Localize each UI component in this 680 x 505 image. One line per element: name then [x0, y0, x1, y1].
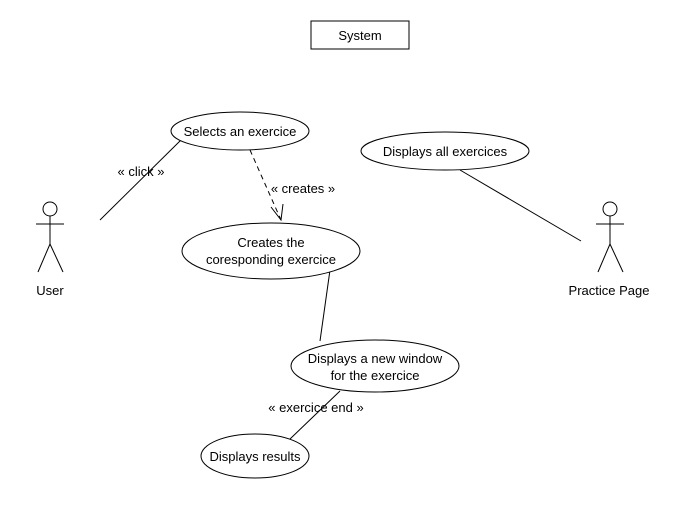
- use-case-display-results-label: Displays results: [209, 449, 301, 464]
- use-case-create-exercise-line1: Creates the: [237, 235, 304, 250]
- association-create-new-window: [319, 269, 331, 342]
- use-case-display-results: Displays results: [200, 433, 310, 479]
- association-user-select: [99, 139, 182, 221]
- association-new-window-results: [289, 390, 341, 440]
- actor-practice-page-head: [602, 201, 618, 217]
- use-case-select-exercise: Selects an exercice: [170, 111, 310, 151]
- use-case-new-window: Displays a new window for the exercice: [290, 339, 460, 393]
- relation-click-label: « click »: [118, 164, 165, 179]
- use-case-select-exercise-label: Selects an exercice: [184, 124, 297, 139]
- use-case-display-all: Displays all exercices: [360, 131, 530, 171]
- actor-user-label: User: [36, 283, 64, 298]
- use-case-display-all-label: Displays all exercices: [383, 144, 508, 159]
- system-box: System: [310, 20, 410, 50]
- use-case-create-exercise-line2: coresponding exercice: [206, 252, 336, 267]
- actor-user-head: [42, 201, 58, 217]
- actor-user: [36, 201, 64, 273]
- actor-practice-page-label: Practice Page: [569, 283, 650, 298]
- use-case-new-window-line2: for the exercice: [331, 368, 420, 383]
- relation-creates-label: « creates »: [271, 181, 335, 196]
- actor-practice-page: [596, 201, 624, 273]
- system-label: System: [338, 28, 381, 43]
- association-practice-display-all: [459, 169, 582, 242]
- dependency-creates: [249, 149, 284, 222]
- relation-exercise-end-label: « exercice end »: [268, 400, 363, 415]
- use-case-create-exercise: Creates the coresponding exercice: [181, 222, 361, 280]
- use-case-new-window-line1: Displays a new window: [308, 351, 443, 366]
